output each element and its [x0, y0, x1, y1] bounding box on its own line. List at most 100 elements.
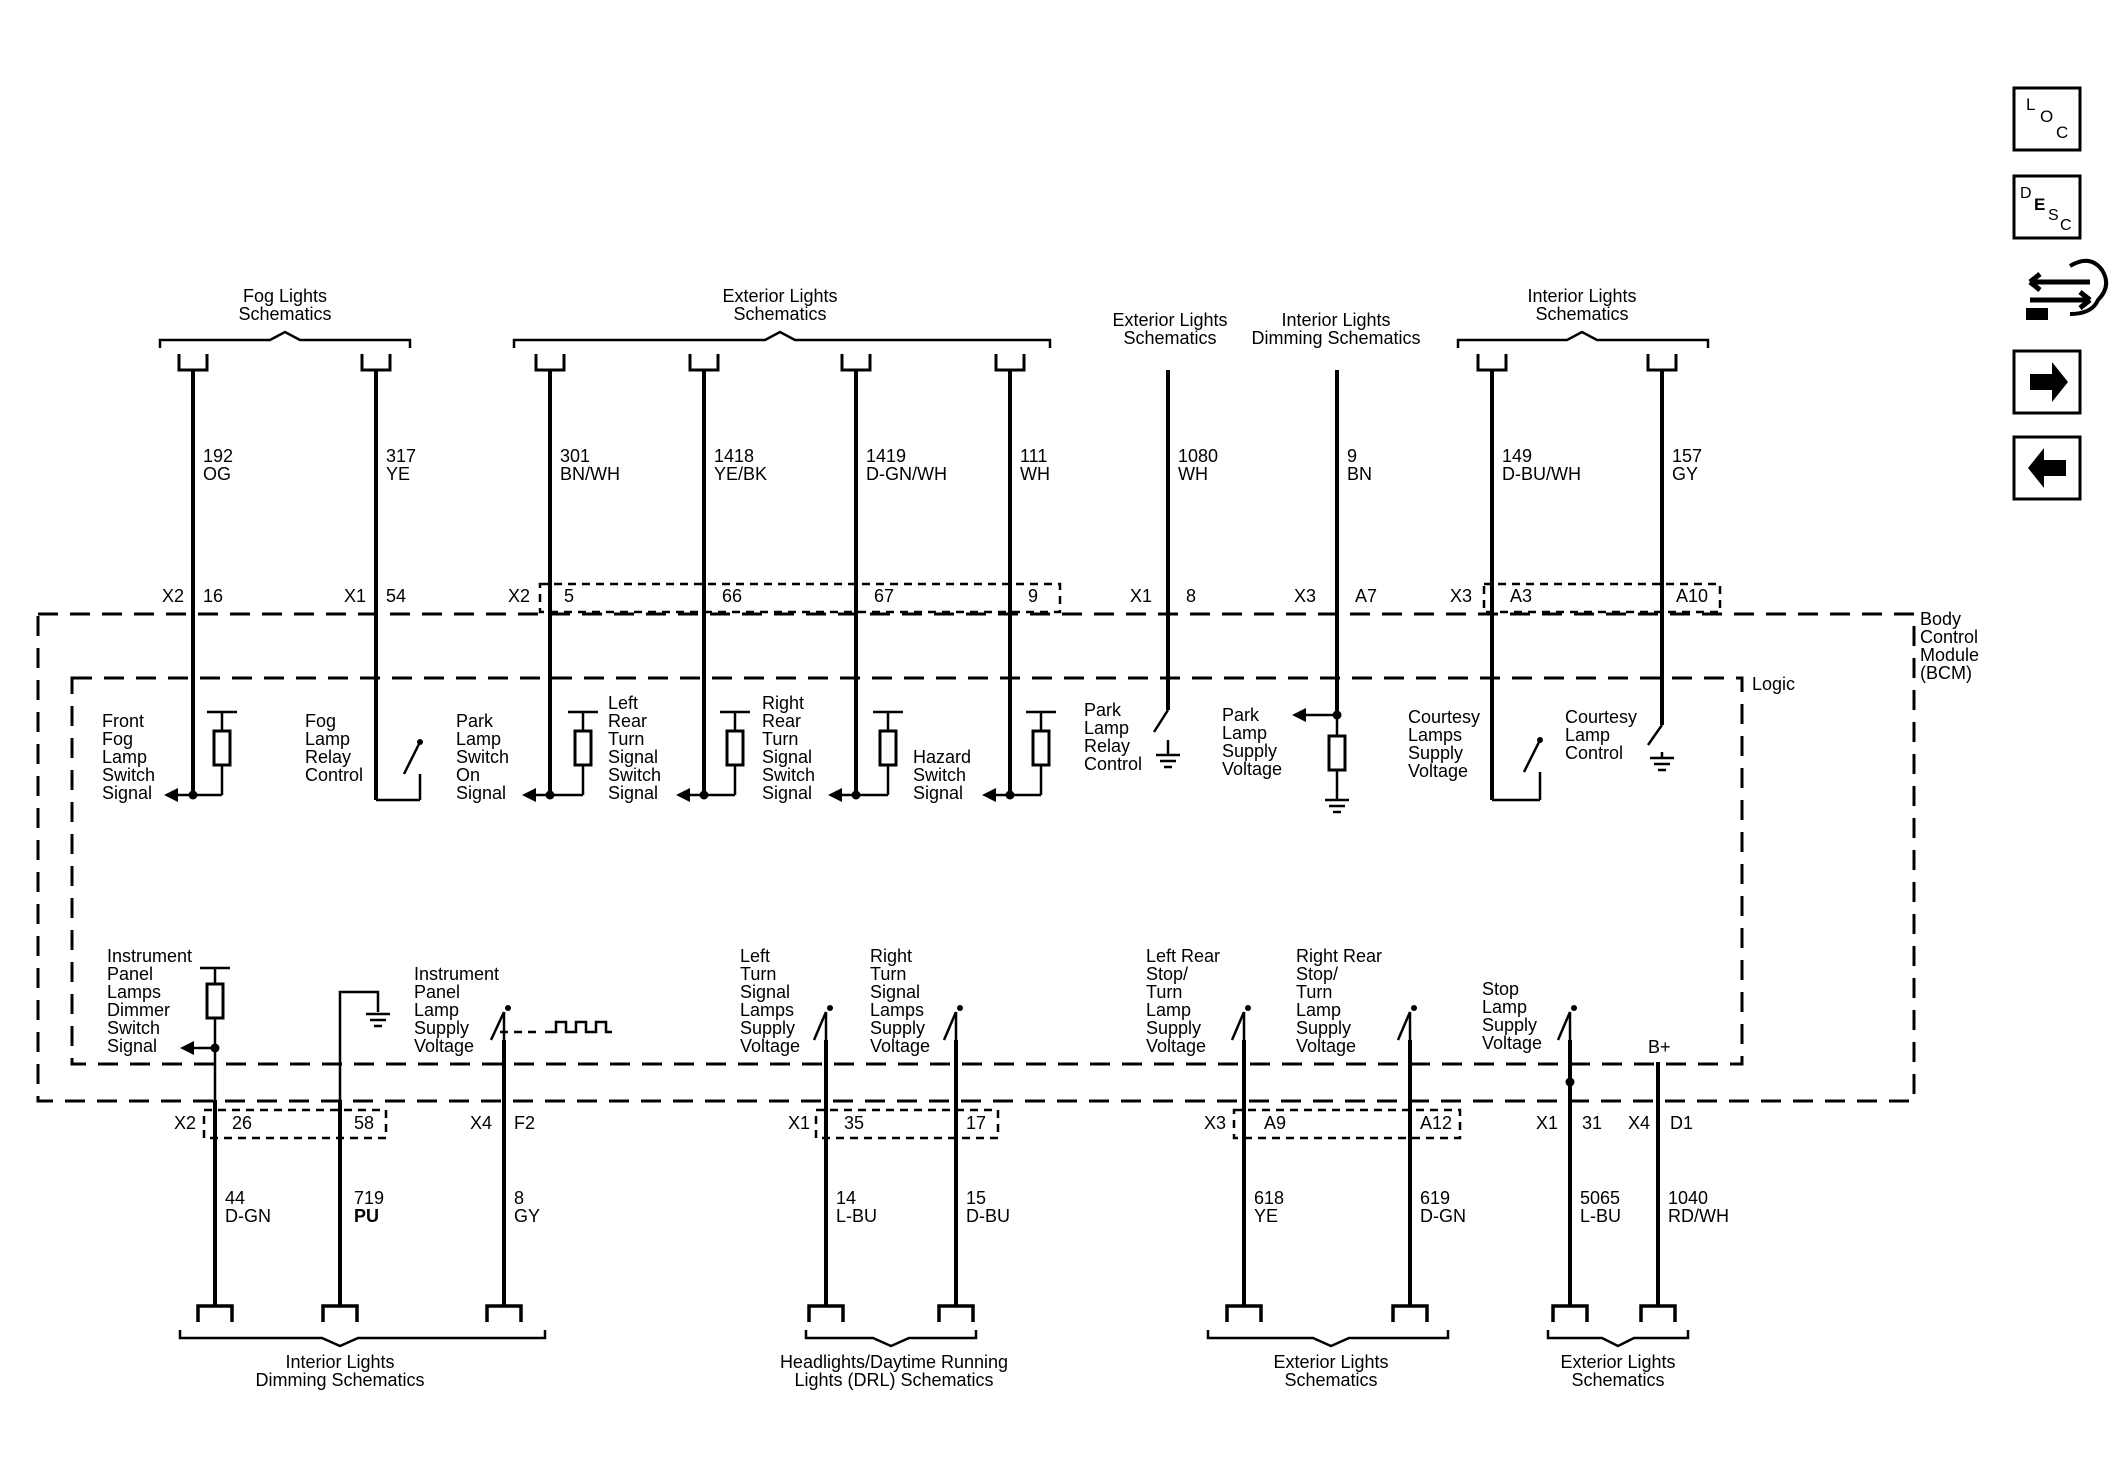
svg-text:Voltage: Voltage: [1296, 1036, 1356, 1056]
svg-text:Lamps: Lamps: [740, 1000, 794, 1020]
svg-text:Voltage: Voltage: [1482, 1033, 1542, 1053]
group-interior-dimming-bottom[interactable]: Interior Lights Dimming Schematics: [178, 1330, 547, 1390]
svg-text:Switch: Switch: [913, 765, 966, 785]
fog-relay-switch: [376, 739, 423, 802]
svg-text:Stop/: Stop/: [1146, 964, 1188, 984]
previous-page-button[interactable]: [2012, 435, 2082, 501]
svg-text:C: C: [2056, 123, 2068, 142]
svg-text:Relay: Relay: [1084, 736, 1130, 756]
svg-text:Rear: Rear: [608, 711, 647, 731]
svg-text:Switch: Switch: [102, 765, 155, 785]
svg-text:D-GN/WH: D-GN/WH: [866, 464, 947, 484]
svg-text:RD/WH: RD/WH: [1668, 1206, 1729, 1226]
label-right-turn-supply: Right Turn Signal Lamps Supply Voltage: [870, 946, 930, 1056]
svg-text:X4: X4: [1628, 1113, 1650, 1133]
svg-text:Left: Left: [740, 946, 770, 966]
svg-text:Panel: Panel: [414, 982, 460, 1002]
svg-text:(BCM): (BCM): [1920, 663, 1972, 683]
svg-text:Lamps: Lamps: [107, 982, 161, 1002]
group-exterior-lights-top-2[interactable]: Exterior Lights Schematics: [1112, 310, 1227, 348]
svg-text:X3: X3: [1204, 1113, 1226, 1133]
svg-text:Lamp: Lamp: [1146, 1000, 1191, 1020]
svg-text:1419: 1419: [866, 446, 906, 466]
group-exterior-lights-bottom-2[interactable]: Exterior Lights Schematics: [1546, 1330, 1690, 1390]
svg-text:Schematics: Schematics: [733, 304, 826, 324]
svg-text:Dimmer: Dimmer: [107, 1000, 170, 1020]
connector-view-icon[interactable]: [2026, 258, 2109, 320]
svg-text:157: 157: [1672, 446, 1702, 466]
svg-text:Lights (DRL) Schematics: Lights (DRL) Schematics: [794, 1370, 993, 1390]
svg-text:Dimming Schematics: Dimming Schematics: [1251, 328, 1420, 348]
svg-text:Fog: Fog: [102, 729, 133, 749]
svg-text:Exterior Lights: Exterior Lights: [1560, 1352, 1675, 1372]
svg-text:O: O: [2040, 107, 2053, 126]
svg-text:Signal: Signal: [762, 783, 812, 803]
svg-text:9: 9: [1028, 586, 1038, 606]
svg-text:Turn: Turn: [608, 729, 644, 749]
svg-text:Module: Module: [1920, 645, 1979, 665]
svg-text:301: 301: [560, 446, 590, 466]
svg-text:GY: GY: [514, 1206, 540, 1226]
svg-text:Park: Park: [1222, 705, 1260, 725]
svg-text:D-GN: D-GN: [1420, 1206, 1466, 1226]
svg-text:YE: YE: [1254, 1206, 1278, 1226]
svg-text:Turn: Turn: [1296, 982, 1332, 1002]
top-wires: [191, 370, 1664, 800]
svg-text:1080: 1080: [1178, 446, 1218, 466]
svg-text:Signal: Signal: [456, 783, 506, 803]
svg-text:X1: X1: [1130, 586, 1152, 606]
label-left-turn-supply: Left Turn Signal Lamps Supply Voltage: [740, 946, 800, 1056]
group-interior-dimming-top[interactable]: Interior Lights Dimming Schematics: [1251, 310, 1420, 348]
label-park-supply: Park Lamp Supply Voltage: [1222, 705, 1282, 779]
group-exterior-lights-bottom[interactable]: Exterior Lights Schematics: [1206, 1330, 1450, 1390]
svg-text:Lamp: Lamp: [1565, 725, 1610, 745]
label-stop-supply: Stop Lamp Supply Voltage: [1482, 979, 1542, 1053]
svg-text:D-BU/WH: D-BU/WH: [1502, 464, 1581, 484]
svg-text:Schematics: Schematics: [1571, 1370, 1664, 1390]
label-ip-dimmer: Instrument Panel Lamps Dimmer Switch Sig…: [107, 946, 192, 1056]
svg-text:26: 26: [232, 1113, 252, 1133]
svg-text:Lamps: Lamps: [870, 1000, 924, 1020]
svg-text:Fog Lights: Fog Lights: [243, 286, 327, 306]
svg-text:5: 5: [564, 586, 574, 606]
svg-text:Panel: Panel: [107, 964, 153, 984]
stop-supply-switch: [1556, 1005, 1577, 1087]
svg-text:Supply: Supply: [1482, 1015, 1537, 1035]
label-front-fog: Front Fog Lamp Switch Signal: [102, 711, 155, 803]
group-drl-bottom[interactable]: Headlights/Daytime Running Lights (DRL) …: [780, 1330, 1008, 1390]
bottom-connectors: [196, 1304, 1677, 1324]
bottom-wires: [213, 1040, 1660, 1306]
svg-text:Lamp: Lamp: [1482, 997, 1527, 1017]
svg-text:S: S: [2048, 207, 2059, 224]
svg-text:Signal: Signal: [107, 1036, 157, 1056]
svg-text:WH: WH: [1178, 464, 1208, 484]
right-turn-supply-switch: [942, 1005, 963, 1041]
x2-pin-group-bottom: [202, 1108, 388, 1140]
loc-button[interactable]: LOC: [2012, 86, 2082, 152]
svg-text:A12: A12: [1420, 1113, 1452, 1133]
svg-text:Supply: Supply: [1146, 1018, 1201, 1038]
svg-text:BN/WH: BN/WH: [560, 464, 620, 484]
svg-text:Voltage: Voltage: [414, 1036, 474, 1056]
group-fog-lights-top[interactable]: Fog Lights Schematics: [158, 286, 412, 348]
group-exterior-lights-top[interactable]: Exterior Lights Schematics: [512, 286, 1052, 348]
svg-text:X2: X2: [162, 586, 184, 606]
svg-text:X2: X2: [174, 1113, 196, 1133]
x2-pin-group-top: [538, 582, 1062, 614]
svg-text:Right: Right: [762, 693, 804, 713]
svg-text:Supply: Supply: [414, 1018, 469, 1038]
svg-text:Dimming Schematics: Dimming Schematics: [255, 1370, 424, 1390]
label-courtesy-control: Courtesy Lamp Control: [1565, 707, 1637, 763]
label-courtesy-supply: Courtesy Lamps Supply Voltage: [1408, 707, 1480, 781]
top-connectors: [177, 352, 1678, 372]
svg-text:Interior Lights: Interior Lights: [1527, 286, 1636, 306]
next-page-button[interactable]: [2012, 349, 2082, 415]
group-interior-lights-top[interactable]: Interior Lights Schematics: [1456, 286, 1710, 348]
svg-text:Schematics: Schematics: [238, 304, 331, 324]
svg-text:X4: X4: [470, 1113, 492, 1133]
x1-pin-group-bottom: [814, 1108, 1000, 1140]
